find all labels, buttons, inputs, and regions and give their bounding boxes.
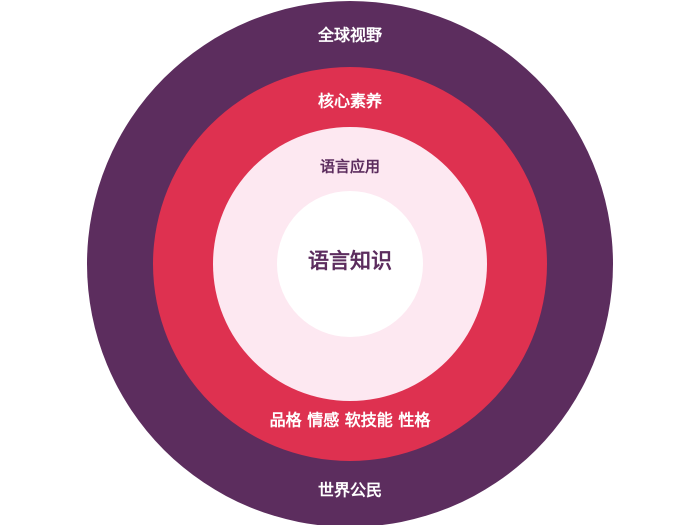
language-knowledge-core (277, 191, 423, 337)
core-literacy-bottom-label: 品格 情感 软技能 性格 (270, 411, 432, 430)
outer-ring-bottom-label: 世界公民 (318, 481, 382, 500)
language-knowledge-label: 语言知识 (308, 249, 392, 273)
language-application-label: 语言应用 (320, 158, 380, 176)
core-literacy-top-label: 核心素养 (318, 92, 383, 111)
outer-ring-top-label: 全球视野 (317, 26, 382, 45)
